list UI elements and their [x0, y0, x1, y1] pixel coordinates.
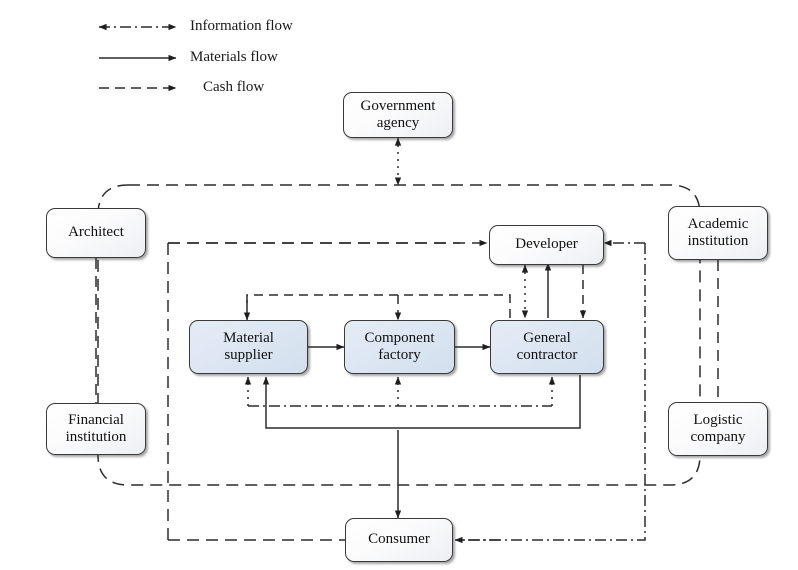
node-government-agency[interactable]: Government agency [343, 92, 453, 138]
node-consumer-label: Consumer [368, 531, 430, 548]
legend-label-information-flow: Information flow [190, 18, 293, 34]
node-government-agency-line2: agency [376, 115, 420, 131]
node-logistic-company-line2: company [690, 429, 746, 445]
node-academic-institution[interactable]: Academic institution [668, 206, 768, 260]
node-component-factory[interactable]: Component factory [344, 320, 455, 374]
node-architect[interactable]: Architect [46, 208, 146, 258]
node-academic-institution-line2: institution [687, 233, 749, 249]
node-general-contractor-line2: contractor [516, 347, 578, 363]
node-financial-institution-line2: institution [65, 429, 127, 445]
node-logistic-company-line1: Logistic [693, 411, 743, 428]
node-component-factory-line2: factory [378, 347, 421, 363]
outer-boundary [97, 184, 701, 486]
node-developer[interactable]: Developer [489, 225, 604, 265]
legend-label-materials-flow: Materials flow [190, 49, 278, 65]
node-financial-institution-line1: Financial [68, 411, 124, 428]
node-material-supplier[interactable]: Material supplier [189, 320, 308, 374]
node-general-contractor[interactable]: General contractor [490, 320, 604, 374]
node-government-agency-line1: Government [360, 97, 436, 114]
edge-contractor-to-supplier-materials [262, 375, 581, 429]
edge-developer-consumer-information [462, 243, 646, 541]
node-academic-institution-line1: Academic [687, 215, 749, 232]
node-general-contractor-line1: General [523, 329, 571, 346]
node-developer-label: Developer [515, 236, 578, 253]
node-architect-label: Architect [68, 224, 124, 241]
inner-boundary [167, 242, 460, 541]
node-consumer[interactable]: Consumer [345, 518, 453, 562]
legend-label-cash-flow: Cash flow [203, 79, 265, 95]
node-financial-institution[interactable]: Financial institution [46, 403, 146, 455]
node-logistic-company[interactable]: Logistic company [668, 402, 768, 456]
node-component-factory-line1: Component [364, 329, 435, 346]
node-material-supplier-line2: supplier [224, 347, 273, 363]
node-material-supplier-line1: Material [223, 329, 274, 346]
edge-cash-bus [246, 294, 511, 318]
